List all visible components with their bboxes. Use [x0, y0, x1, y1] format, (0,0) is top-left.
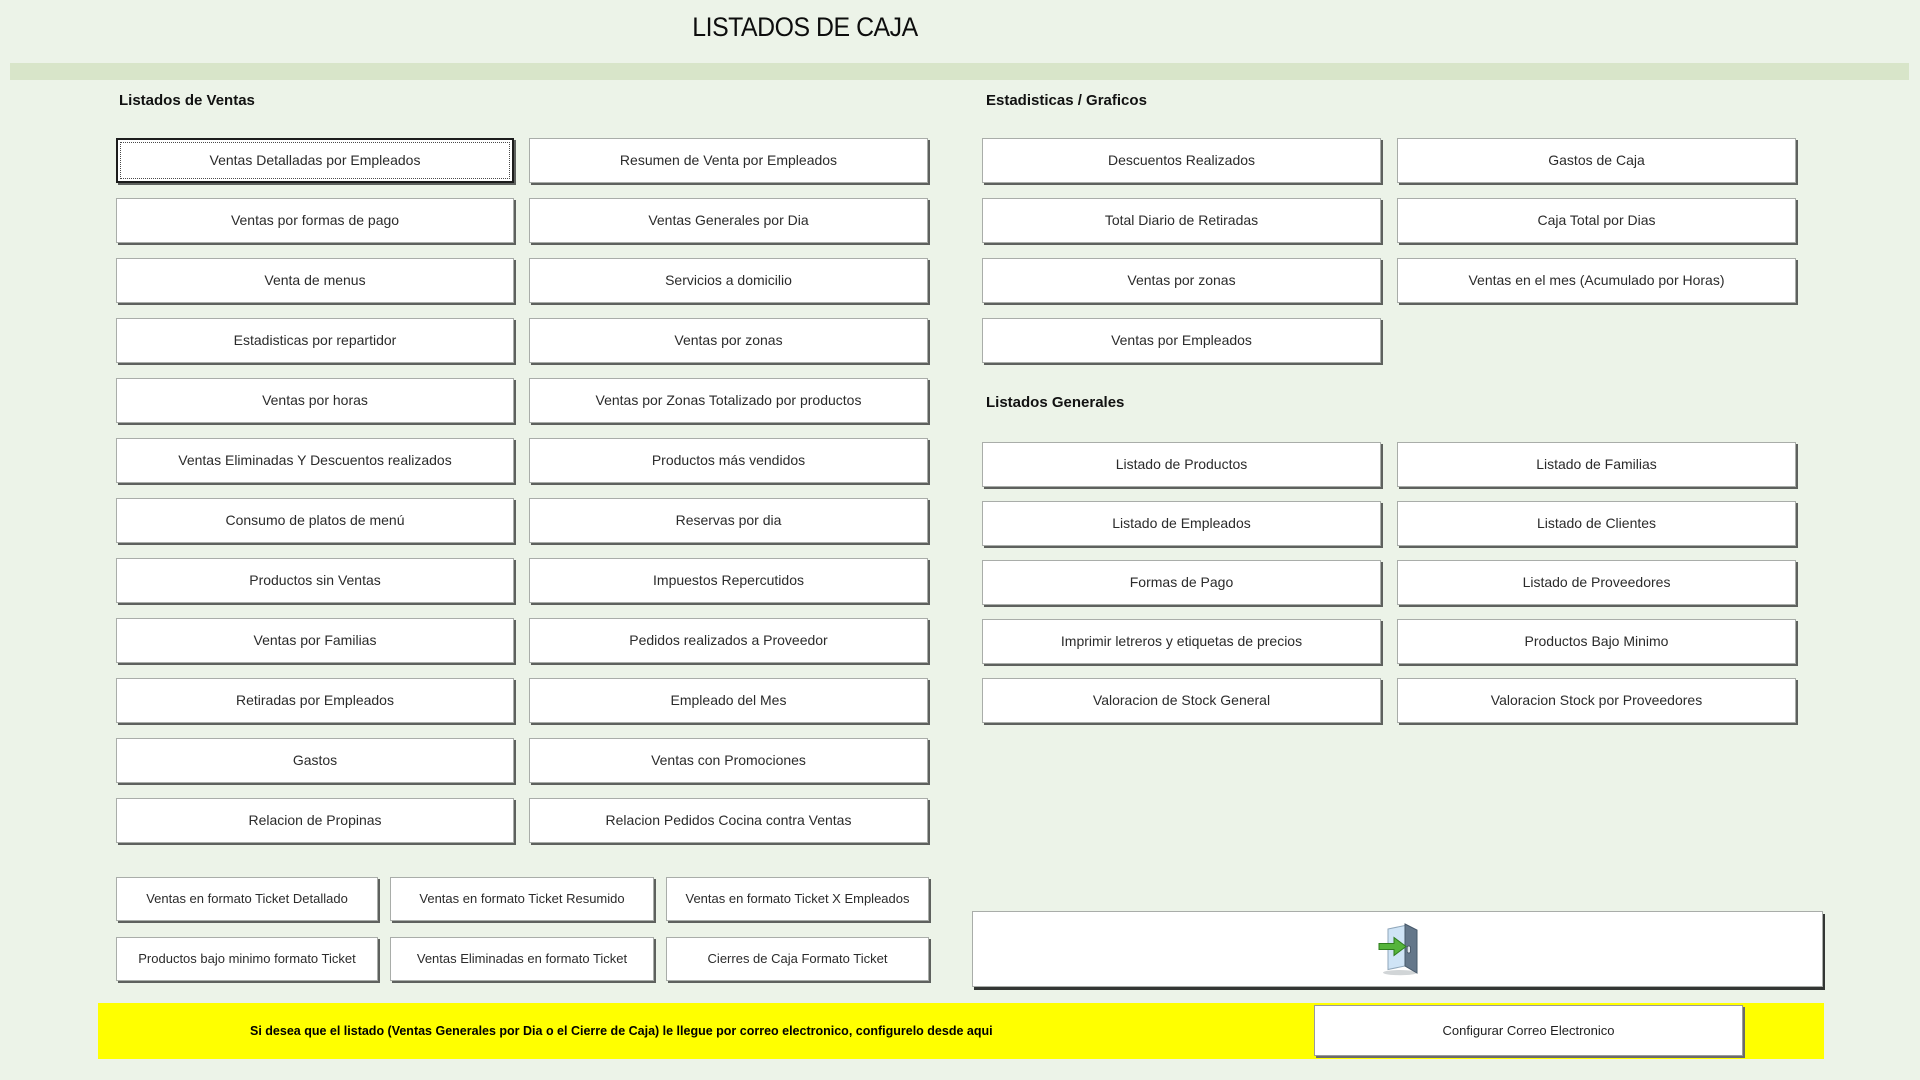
report-button[interactable]: Valoracion Stock por Proveedores [1397, 678, 1796, 723]
ticket-report-button[interactable]: Cierres de Caja Formato Ticket [666, 937, 929, 981]
report-button[interactable]: Ventas por Familias [116, 618, 514, 663]
title-divider [10, 63, 1909, 80]
report-button[interactable]: Retiradas por Empleados [116, 678, 514, 723]
ticket-report-button[interactable]: Ventas en formato Ticket Detallado [116, 877, 378, 921]
exit-door-icon [1378, 923, 1417, 976]
report-button[interactable]: Estadisticas por repartidor [116, 318, 514, 363]
report-button[interactable]: Productos más vendidos [529, 438, 928, 483]
configure-email-button[interactable]: Configurar Correo Electronico [1314, 1005, 1743, 1056]
report-button[interactable]: Servicios a domicilio [529, 258, 928, 303]
report-button[interactable]: Impuestos Repercutidos [529, 558, 928, 603]
section-heading-listados-de-ventas: Listados de Ventas [119, 92, 255, 109]
report-button[interactable]: Pedidos realizados a Proveedor [529, 618, 928, 663]
email-notice-text: Si desea que el listado (Ventas Generale… [250, 1024, 993, 1038]
report-button[interactable]: Ventas por zonas [982, 258, 1381, 303]
report-button[interactable]: Reservas por dia [529, 498, 928, 543]
report-button[interactable]: Resumen de Venta por Empleados [529, 138, 928, 183]
report-button[interactable]: Formas de Pago [982, 560, 1381, 605]
report-button[interactable]: Venta de menus [116, 258, 514, 303]
report-button[interactable]: Total Diario de Retiradas [982, 198, 1381, 243]
report-button[interactable]: Caja Total por Dias [1397, 198, 1796, 243]
report-button[interactable]: Ventas en el mes (Acumulado por Horas) [1397, 258, 1796, 303]
report-button[interactable]: Ventas Detalladas por Empleados [116, 138, 514, 183]
report-button[interactable]: Ventas por formas de pago [116, 198, 514, 243]
report-button[interactable]: Imprimir letreros y etiquetas de precios [982, 619, 1381, 664]
report-button[interactable]: Consumo de platos de menú [116, 498, 514, 543]
section-heading-listados-generales: Listados Generales [986, 394, 1125, 411]
ticket-report-button[interactable]: Ventas en formato Ticket Resumido [390, 877, 654, 921]
page-title: LISTADOS DE CAJA [692, 12, 918, 42]
report-button[interactable]: Listado de Proveedores [1397, 560, 1796, 605]
report-button[interactable]: Empleado del Mes [529, 678, 928, 723]
report-button[interactable]: Ventas Eliminadas Y Descuentos realizado… [116, 438, 514, 483]
exit-button[interactable] [972, 911, 1823, 987]
report-button[interactable]: Gastos de Caja [1397, 138, 1796, 183]
report-button[interactable]: Ventas por zonas [529, 318, 928, 363]
report-button[interactable]: Listado de Clientes [1397, 501, 1796, 546]
report-button[interactable]: Valoracion de Stock General [982, 678, 1381, 723]
report-button[interactable]: Ventas con Promociones [529, 738, 928, 783]
report-button[interactable]: Ventas por Empleados [982, 318, 1381, 363]
report-button[interactable]: Listado de Productos [982, 442, 1381, 487]
report-button[interactable]: Ventas por Zonas Totalizado por producto… [529, 378, 928, 423]
ticket-report-button[interactable]: Ventas Eliminadas en formato Ticket [390, 937, 654, 981]
report-button[interactable]: Ventas Generales por Dia [529, 198, 928, 243]
ticket-buttons-row-2: Productos bajo minimo formato Ticket Vent… [116, 937, 929, 981]
ticket-buttons-row-1: Ventas en formato Ticket Detallado Ventas… [116, 877, 929, 921]
report-button[interactable]: Relacion Pedidos Cocina contra Ventas [529, 798, 928, 843]
report-button[interactable]: Relacion de Propinas [116, 798, 514, 843]
report-button[interactable]: Productos Bajo Minimo [1397, 619, 1796, 664]
ticket-report-button[interactable]: Ventas en formato Ticket X Empleados [666, 877, 929, 921]
section-heading-estadisticas-graficos: Estadisticas / Graficos [986, 92, 1147, 109]
report-button[interactable]: Productos sin Ventas [116, 558, 514, 603]
ticket-report-button[interactable]: Productos bajo minimo formato Ticket [116, 937, 378, 981]
report-button[interactable]: Listado de Familias [1397, 442, 1796, 487]
report-button[interactable]: Listado de Empleados [982, 501, 1381, 546]
report-button[interactable]: Descuentos Realizados [982, 138, 1381, 183]
report-button[interactable]: Ventas por horas [116, 378, 514, 423]
report-button[interactable]: Gastos [116, 738, 514, 783]
